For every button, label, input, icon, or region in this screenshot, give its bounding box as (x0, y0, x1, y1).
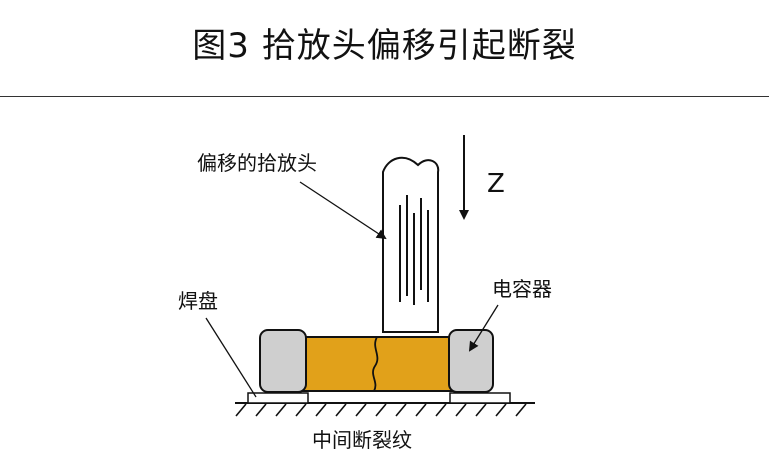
solder-pad-left (247, 392, 309, 404)
ground-hatch-mark (235, 403, 247, 417)
capacitor-label: 电容器 (492, 277, 552, 301)
ground-hatch-mark (415, 403, 427, 417)
ground-hatch-mark (475, 403, 487, 417)
ground-hatch-mark (355, 403, 367, 417)
ground-hatch-mark (255, 403, 267, 417)
title-divider (0, 96, 769, 97)
ground-hatch-mark (395, 403, 407, 417)
solder-pad-leader (205, 317, 257, 398)
z-label: Z (487, 169, 505, 199)
solder-pad-right (449, 392, 511, 404)
pickup-head (382, 156, 440, 333)
crack-label: 中间断裂纹 (312, 428, 412, 452)
ground-hatch-mark (275, 403, 287, 417)
ground-hatch-mark (455, 403, 467, 417)
ground-hatch-mark (375, 403, 387, 417)
ground-hatch-mark (295, 403, 307, 417)
ground-hatch-mark (335, 403, 347, 417)
ground-surface (235, 402, 535, 417)
ground-hatch-mark (435, 403, 447, 417)
solder-pad-label: 焊盘 (178, 289, 218, 313)
ground-hatch-mark (515, 403, 527, 417)
ground-hatch-mark (315, 403, 327, 417)
terminal-right (448, 329, 494, 393)
capacitor-leader (468, 304, 499, 352)
figure-title: 图3 拾放头偏移引起断裂 (192, 26, 577, 66)
ground-hatch-mark (495, 403, 507, 417)
pickup-head-leader (299, 181, 387, 240)
middle-crack (372, 336, 379, 392)
pickup-head-label: 偏移的拾放头 (197, 151, 317, 175)
terminal-left (259, 329, 307, 393)
capacitor-body (299, 336, 456, 392)
